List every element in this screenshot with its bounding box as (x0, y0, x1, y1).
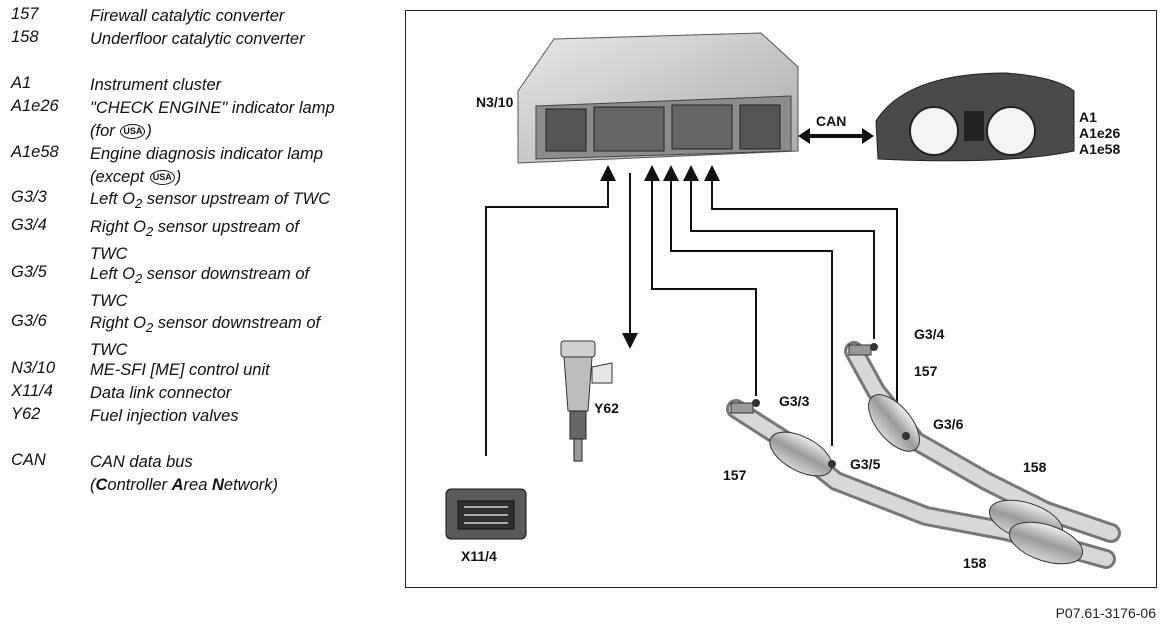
catalytic-converter-158-bottom (1008, 521, 1084, 565)
tachometer-icon (986, 106, 1036, 156)
control-unit-n3-10 (517, 32, 799, 164)
sensor-g3-3-icon (752, 399, 760, 407)
g3-6-line (704, 165, 898, 426)
x11-4-line (485, 165, 616, 456)
manifold-flange-icon (848, 344, 872, 356)
label-g3-6: G3/6 (933, 416, 964, 432)
label-n3-10: N3/10 (476, 94, 514, 110)
speedometer-icon (909, 106, 959, 156)
system-diagram: N3/10 CAN A1 A1e26 A1e58 Y62 X11/4 G3/3 … (445, 32, 1121, 571)
instrument-cluster-a1 (875, 72, 1075, 162)
usa-badge-icon: USA (149, 170, 175, 186)
exhaust-system (726, 341, 1121, 569)
g3-3-line (644, 165, 757, 396)
label-157-left: 157 (723, 467, 747, 483)
fuel-injector-y62 (560, 340, 613, 462)
sensor-g3-4-icon (870, 343, 878, 351)
g3-4-line (683, 165, 875, 339)
diagram-frame: N3/10 CAN A1 A1e26 A1e58 Y62 X11/4 G3/3 … (405, 10, 1157, 588)
label-can: CAN (816, 113, 846, 129)
label-158-bottom: 158 (963, 555, 987, 571)
label-g3-4: G3/4 (914, 326, 945, 342)
label-y62: Y62 (594, 400, 619, 416)
g3-5-line (663, 165, 833, 446)
signal-lines (485, 165, 898, 456)
label-a1e58: A1e58 (1079, 141, 1120, 157)
figure-reference: P07.61-3176-06 (1055, 605, 1156, 621)
connector-block-icon (671, 104, 733, 150)
label-158-right: 158 (1023, 459, 1047, 475)
manifold-flange-icon (730, 402, 754, 414)
label-157-right: 157 (914, 363, 938, 379)
connector-block-icon (545, 108, 587, 152)
label-a1e26: A1e26 (1079, 125, 1120, 141)
connector-block-icon (593, 106, 665, 152)
sensor-g3-5-icon (828, 460, 836, 468)
connector-block-icon (739, 104, 781, 150)
can-bus-arrow (798, 128, 874, 144)
label-x11-4: X11/4 (461, 548, 497, 564)
label-g3-3: G3/3 (779, 393, 810, 409)
catalytic-converter-157-left (769, 431, 833, 477)
label-a1: A1 (1079, 109, 1097, 125)
data-link-connector-x11-4 (445, 488, 527, 540)
label-g3-5: G3/5 (850, 456, 881, 472)
sensor-g3-6-icon (902, 432, 910, 440)
display-icon (964, 111, 984, 141)
usa-badge-icon: USA (120, 124, 146, 140)
